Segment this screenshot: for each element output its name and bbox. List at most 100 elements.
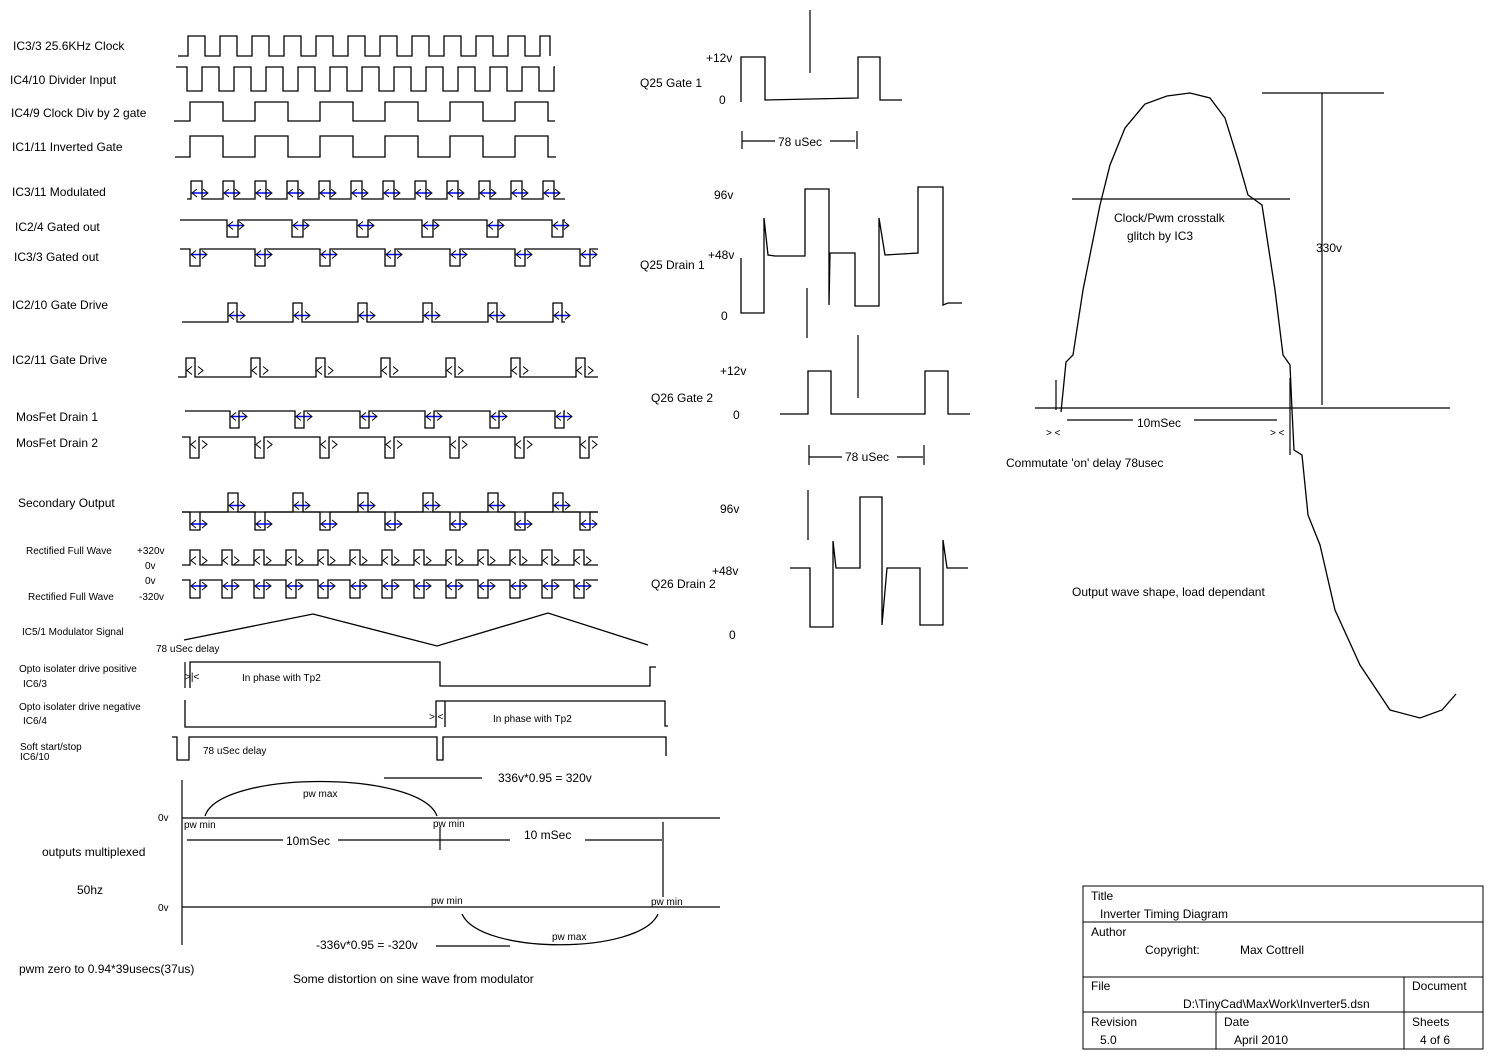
waveform	[182, 492, 598, 513]
double-arrow-icon	[385, 250, 392, 259]
label-rect-pos-v: +320v	[137, 546, 165, 557]
double-arrow-icon	[580, 519, 587, 529]
date-label: Date	[1224, 1015, 1250, 1029]
double-arrow-icon	[425, 412, 432, 421]
q25-gate-label: Q25 Gate 1	[640, 76, 702, 90]
double-arrow-icon	[393, 556, 400, 565]
q25-drain-mid: +48v	[708, 248, 734, 262]
double-arrow-icon	[318, 581, 325, 591]
negative-half-sine	[461, 913, 659, 946]
double-arrow-icon	[201, 519, 208, 529]
double-arrow-icon	[446, 556, 453, 565]
double-arrow-icon	[266, 440, 273, 449]
double-arrow-icon	[382, 556, 389, 565]
double-arrow-icon	[201, 250, 208, 259]
double-arrow-icon	[423, 311, 430, 320]
double-arrow-icon	[526, 250, 533, 259]
double-arrow-icon	[543, 188, 550, 198]
file-label: File	[1091, 979, 1111, 993]
label-rect-neg-0: 0v	[145, 576, 156, 587]
double-arrow-icon	[515, 250, 522, 259]
pwmax-label: pw max	[552, 932, 586, 943]
label-secondary: Secondary Output	[18, 496, 115, 510]
double-arrow-icon	[239, 311, 246, 320]
label-div-by-2: IC4/9 Clock Div by 2 gate	[11, 106, 147, 120]
mosfet-section: +12v Q25 Gate 1 0 78 uSec 96v +48v Q25 D…	[640, 51, 889, 642]
double-arrow-icon	[415, 188, 422, 198]
waveform	[182, 549, 598, 566]
double-arrow-icon	[566, 412, 573, 421]
double-arrow-icon	[292, 221, 299, 230]
double-arrow-icon	[286, 556, 293, 565]
document-label: Document	[1412, 979, 1467, 993]
double-arrow-icon	[414, 581, 421, 591]
title-value: Inverter Timing Diagram	[1100, 907, 1228, 921]
double-arrow-icon	[450, 519, 457, 529]
double-arrow-icon	[201, 440, 208, 449]
double-arrow-icon	[574, 581, 581, 591]
double-arrow-icon	[446, 581, 453, 591]
revision-label: Revision	[1091, 1015, 1137, 1029]
output-wave-section: Clock/Pwm crosstalk glitch by IC3 330v 1…	[1006, 211, 1342, 599]
double-arrow-icon	[587, 366, 594, 375]
double-arrow-icon	[515, 519, 522, 529]
double-arrow-icon	[553, 581, 560, 591]
double-arrow-icon	[396, 440, 403, 449]
label-soft-ic: IC6/10	[20, 752, 50, 763]
double-arrow-icon	[521, 581, 528, 591]
file-value: D:\TinyCad\MaxWork\Inverter5.dsn	[1183, 997, 1370, 1011]
q26-period: 78 uSec	[845, 450, 889, 464]
double-arrow-icon	[433, 221, 440, 230]
double-arrow-icon	[488, 501, 495, 510]
double-arrow-icon	[498, 221, 505, 230]
double-arrow-icon	[591, 250, 598, 259]
label-inverted-gate: IC1/11 Inverted Gate	[12, 140, 123, 154]
double-arrow-icon	[186, 366, 193, 375]
double-arrow-icon	[422, 221, 429, 230]
double-arrow-icon	[434, 501, 441, 510]
double-arrow-icon	[255, 250, 262, 259]
double-arrow-icon	[318, 556, 325, 565]
label-rect-neg-v: -320v	[139, 592, 164, 603]
waveform	[185, 410, 565, 429]
double-arrow-icon	[576, 366, 583, 375]
q25-drain-label: Q25 Drain 1	[640, 258, 705, 272]
double-arrow-icon	[585, 556, 592, 565]
label-opto-pos: Opto isolater drive positive	[19, 664, 137, 675]
double-arrow-icon	[490, 188, 497, 198]
double-arrow-icon	[304, 311, 311, 320]
double-arrow-icon	[190, 250, 197, 259]
double-arrow-icon	[447, 188, 454, 198]
pwmin-label: pw min	[431, 896, 463, 907]
double-arrow-icon	[479, 188, 486, 198]
double-arrow-icon	[191, 188, 198, 198]
time-10ms: 10 mSec	[524, 828, 571, 842]
double-arrow-icon	[255, 440, 262, 449]
double-arrow-icon	[526, 440, 533, 449]
output-section: 336v*0.95 = 320v -336v*0.95 = -320v pw m…	[19, 771, 683, 986]
label-clock: IC3/3 25.6KHz Clock	[13, 39, 125, 53]
double-arrow-icon	[393, 581, 400, 591]
output-wave	[1060, 92, 1457, 719]
double-arrow-icon	[265, 581, 272, 591]
double-arrow-icon	[329, 581, 336, 591]
label-ic3-3: IC3/3 Gated out	[14, 250, 99, 264]
double-arrow-icon	[358, 501, 365, 510]
double-arrow-icon	[434, 311, 441, 320]
double-arrow-icon	[501, 412, 508, 421]
q26-gate-lo: 0	[733, 408, 740, 422]
double-arrow-icon	[330, 188, 337, 198]
double-arrow-icon	[478, 556, 485, 565]
double-arrow-icon	[297, 556, 304, 565]
double-arrow-icon	[591, 519, 598, 529]
waveform	[178, 357, 598, 378]
double-arrow-icon	[331, 519, 338, 529]
double-arrow-icon	[542, 556, 549, 565]
zero-label: 0v	[158, 903, 169, 914]
double-arrow-icon	[450, 250, 457, 259]
soft-start-waveform	[172, 736, 667, 761]
q25-drain-waveform	[740, 186, 962, 314]
waveform	[180, 248, 598, 267]
author-value: Max Cottrell	[1240, 943, 1304, 957]
q26-drain-mid: +48v	[712, 564, 738, 578]
